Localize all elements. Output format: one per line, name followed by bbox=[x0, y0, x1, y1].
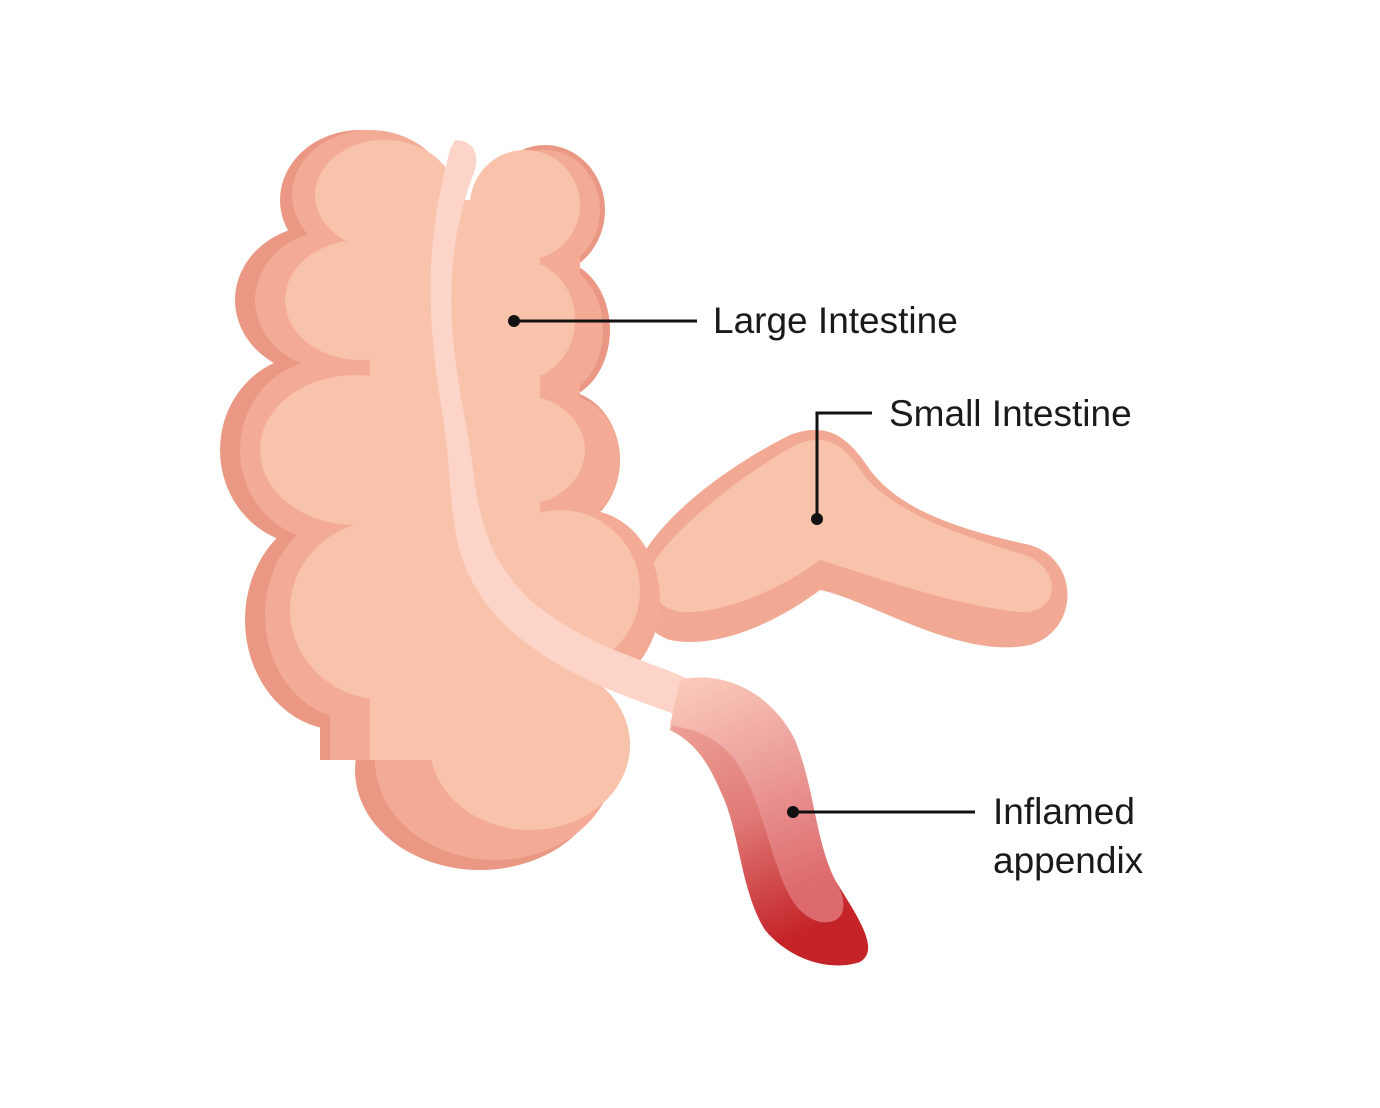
inflamed-appendix bbox=[670, 677, 869, 966]
label-large-intestine: Large Intestine bbox=[508, 300, 958, 341]
taenia-stripe bbox=[430, 140, 690, 720]
small-intestine-label: Small Intestine bbox=[889, 393, 1132, 434]
large-intestine bbox=[220, 130, 690, 870]
label-small-intestine: Small Intestine bbox=[811, 393, 1132, 525]
large-intestine-label: Large Intestine bbox=[713, 300, 958, 341]
appendix-label-line2: appendix bbox=[993, 840, 1144, 881]
appendix-label-line1: Inflamed bbox=[993, 791, 1135, 832]
small-intestine bbox=[636, 429, 1068, 648]
label-inflamed-appendix: Inflamed appendix bbox=[787, 791, 1144, 881]
